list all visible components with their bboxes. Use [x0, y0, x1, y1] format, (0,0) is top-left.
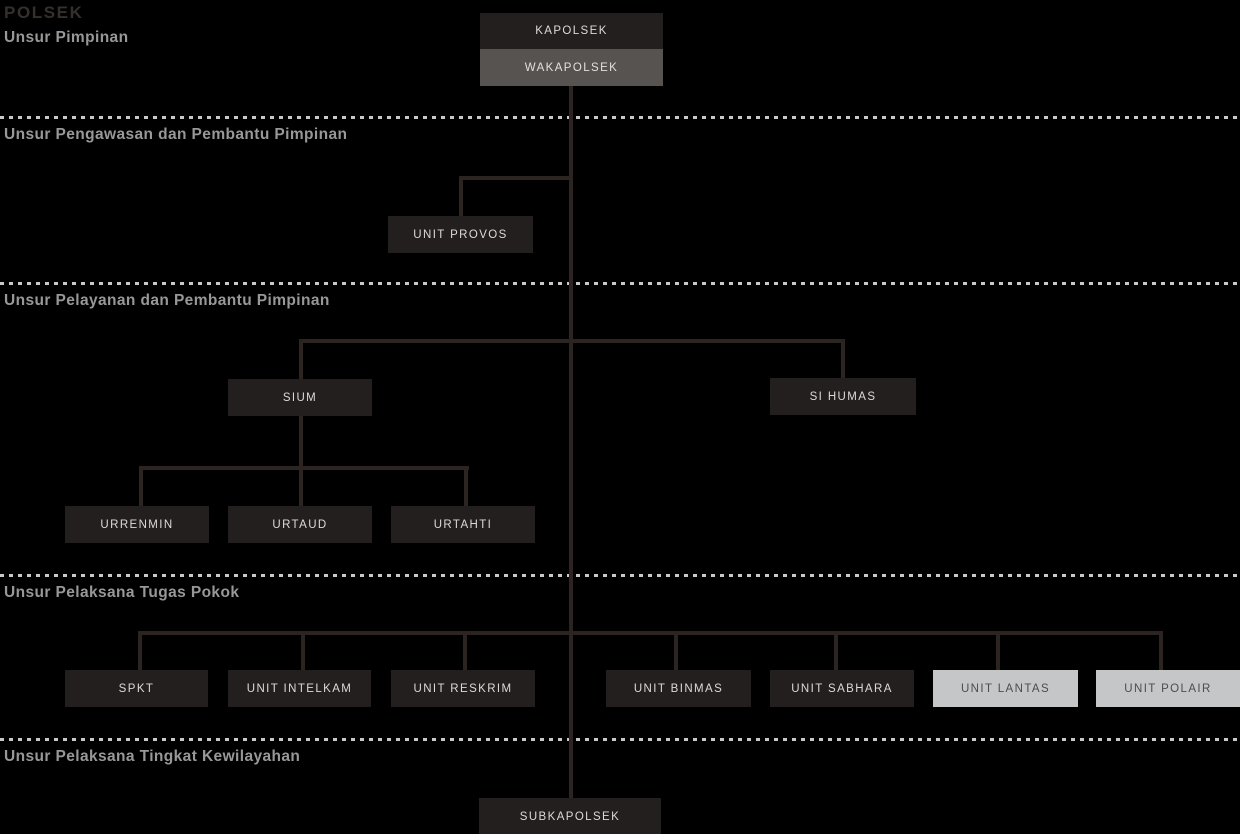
org-node-unit-polair: UNIT POLAIR	[1096, 670, 1240, 707]
section-label-pelaksana-tugas: Unsur Pelaksana Tugas Pokok	[4, 584, 240, 601]
org-node-unit-intelkam: UNIT INTELKAM	[228, 670, 371, 707]
org-node-unit-lantas: UNIT LANTAS	[933, 670, 1078, 707]
section-divider-1	[0, 116, 1240, 119]
connector-provos-h	[459, 176, 573, 180]
org-node-unit-sabhara: UNIT SABHARA	[770, 670, 914, 707]
connector-reskrim-v	[463, 631, 467, 672]
page-title: POLSEK	[4, 3, 84, 22]
connector-sium-v	[299, 339, 303, 381]
section-label-pimpinan: Unsur Pimpinan	[4, 29, 129, 46]
connector-intelkam-v	[301, 631, 305, 672]
connector-sium-humas-h	[299, 339, 845, 343]
org-node-unit-provos: UNIT PROVOS	[388, 216, 533, 253]
connector-urtaud-v	[299, 466, 303, 508]
section-divider-2	[0, 282, 1240, 285]
connector-sium-down-v	[299, 416, 303, 470]
org-node-sium: SIUM	[228, 379, 372, 416]
connector-spkt-v	[138, 631, 142, 672]
org-node-spkt: SPKT	[65, 670, 208, 707]
org-node-unit-reskrim: UNIT RESKRIM	[391, 670, 535, 707]
connector-main-trunk	[569, 86, 573, 798]
connector-units-row-h	[138, 631, 1163, 635]
org-node-unit-binmas: UNIT BINMAS	[606, 670, 751, 707]
org-node-wakapolsek: WAKAPOLSEK	[480, 49, 663, 86]
org-node-subkapolsek: SUBKAPOLSEK	[479, 798, 661, 834]
org-node-kapolsek: KAPOLSEK	[480, 13, 663, 49]
org-node-urrenmin: URRENMIN	[65, 506, 209, 543]
connector-sabhara-v	[834, 631, 838, 672]
connector-polair-v	[1159, 631, 1163, 672]
org-node-urtahti: URTAHTI	[391, 506, 535, 543]
connector-ur-row-h	[139, 466, 469, 470]
connector-urtahti-v	[464, 466, 468, 508]
connector-binmas-v	[674, 631, 678, 672]
section-divider-4	[0, 738, 1240, 741]
connector-humas-v	[841, 339, 845, 380]
org-node-si-humas: SI HUMAS	[770, 378, 916, 415]
connector-lantas-v	[996, 631, 1000, 672]
section-label-kewilayahan: Unsur Pelaksana Tingkat Kewilayahan	[4, 748, 301, 765]
section-label-pelayanan: Unsur Pelayanan dan Pembantu Pimpinan	[4, 292, 330, 309]
section-label-pengawasan: Unsur Pengawasan dan Pembantu Pimpinan	[4, 126, 348, 143]
connector-provos-v	[459, 176, 463, 218]
connector-urrenmin-v	[139, 466, 143, 508]
org-node-urtaud: URTAUD	[228, 506, 372, 543]
section-divider-3	[0, 574, 1240, 577]
